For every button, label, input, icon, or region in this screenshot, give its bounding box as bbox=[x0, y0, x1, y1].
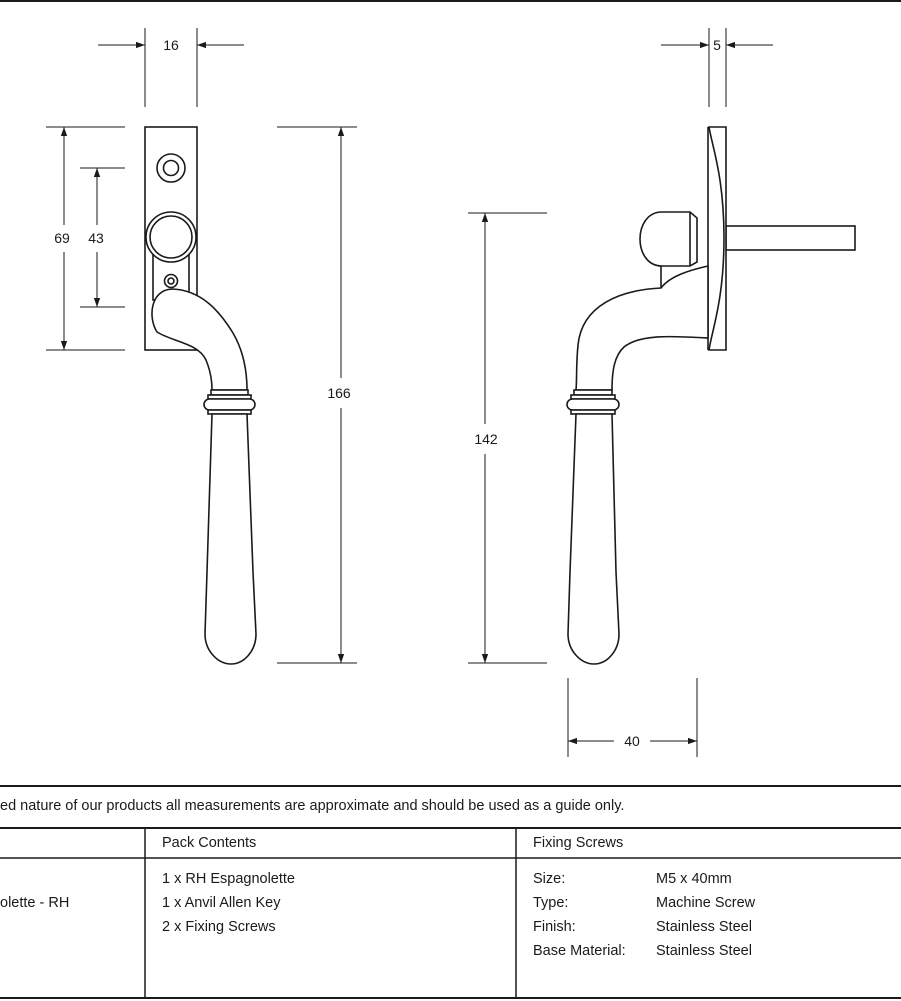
side-boss bbox=[639, 211, 698, 267]
dim-front-spindle-spacing: 43 bbox=[88, 230, 104, 246]
dim-side-depth: 5 bbox=[713, 37, 721, 53]
spec-value: Stainless Steel bbox=[656, 943, 752, 959]
pack-contents-header: Pack Contents bbox=[162, 835, 257, 851]
spec-label: Finish: bbox=[533, 919, 576, 935]
measurement-disclaimer: ed nature of our products all measuremen… bbox=[0, 798, 625, 814]
product-name-cell: olette - RH bbox=[0, 895, 70, 911]
side-view bbox=[566, 126, 856, 665]
spec-value: Machine Screw bbox=[656, 895, 756, 911]
dim-front-plate-height: 69 bbox=[54, 230, 70, 246]
spec-label: Base Material: bbox=[533, 943, 626, 959]
spec-label: Type: bbox=[533, 895, 569, 911]
fixing-screws-header: Fixing Screws bbox=[533, 835, 624, 851]
side-spindle bbox=[725, 225, 856, 251]
front-grip bbox=[204, 413, 257, 665]
side-backplate bbox=[708, 126, 727, 351]
front-grub-screw-inner bbox=[167, 277, 175, 285]
side-collar-bead bbox=[566, 398, 620, 411]
front-boss-inner bbox=[149, 215, 193, 259]
list-item: 2 x Fixing Screws bbox=[162, 919, 276, 935]
spec-value: Stainless Steel bbox=[656, 919, 752, 935]
dim-side-projection: 40 bbox=[624, 733, 640, 749]
front-collar-bead bbox=[203, 398, 256, 411]
front-screw-hole-inner bbox=[162, 159, 180, 177]
front-lever-neck bbox=[151, 288, 248, 391]
list-item: 1 x Anvil Allen Key bbox=[162, 895, 281, 911]
front-view bbox=[144, 126, 257, 665]
dim-front-overall-height: 166 bbox=[327, 385, 351, 401]
spec-label: Size: bbox=[533, 871, 566, 887]
dim-front-width: 16 bbox=[163, 37, 179, 53]
spec-value: M5 x 40mm bbox=[656, 871, 732, 887]
dim-side-overall-height: 142 bbox=[474, 431, 498, 447]
dimension-labels: 16 5 69 43 166 142 40 bbox=[54, 37, 721, 749]
side-grip bbox=[567, 413, 620, 665]
side-lever-neck bbox=[575, 265, 709, 391]
list-item: 1 x RH Espagnolette bbox=[162, 871, 295, 887]
dimension-lines bbox=[46, 28, 773, 757]
